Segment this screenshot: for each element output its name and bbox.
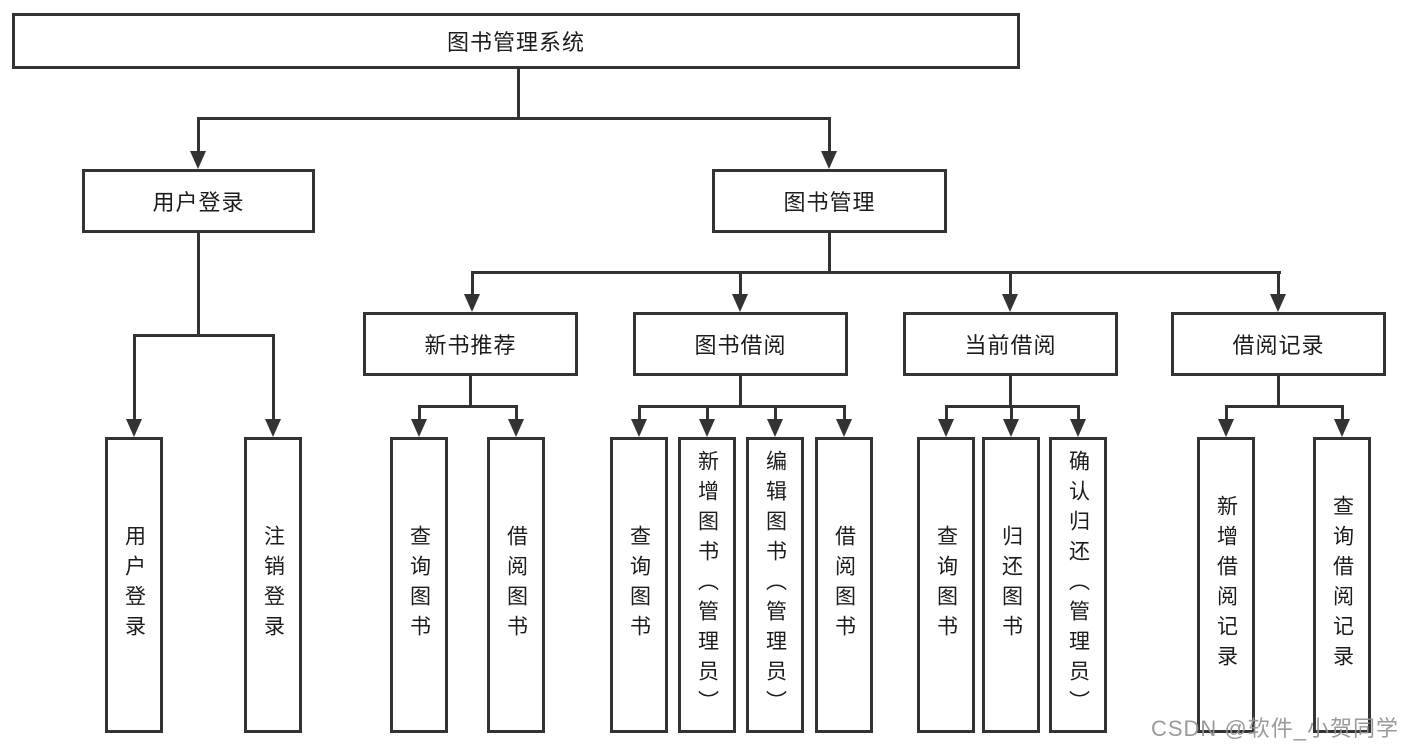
- arrow-down-icon: [699, 419, 715, 437]
- node-new-book-recommend: 新书推荐: [363, 312, 578, 376]
- connector-user-rail: [133, 334, 275, 337]
- node-label: 当前借阅: [964, 333, 1057, 358]
- connector-drop: [272, 334, 275, 421]
- arrow-down-icon: [411, 419, 427, 437]
- connector-drop: [1077, 405, 1080, 421]
- arrow-down-icon: [265, 419, 281, 437]
- node-book-borrow: 图书借阅: [633, 312, 848, 376]
- connector-drop: [638, 405, 641, 421]
- node-user-login-branch: 用户登录: [82, 169, 315, 233]
- connector-stem: [1277, 376, 1280, 407]
- node-borrow-records: 借阅记录: [1171, 312, 1386, 376]
- arrow-down-icon: [1334, 419, 1350, 437]
- leaf-add-borrow-record: 新增借阅记录: [1197, 437, 1255, 733]
- connector-drop: [133, 334, 136, 421]
- connector-stem: [739, 376, 742, 407]
- arrow-down-icon: [631, 419, 647, 437]
- arrow-down-icon: [508, 419, 524, 437]
- leaf-label: 新增借阅记录: [1214, 495, 1238, 675]
- connector-drop: [1225, 405, 1228, 421]
- connector-drop: [706, 405, 709, 421]
- leaf-query-borrow-record: 查询借阅记录: [1313, 437, 1371, 733]
- arrow-down-icon: [1270, 294, 1286, 312]
- leaf-add-books-admin: 新增图书（管理员）: [678, 437, 736, 733]
- leaf-label: 归还图书: [999, 525, 1023, 645]
- leaf-label: 注销登录: [261, 525, 285, 645]
- arrow-down-icon: [938, 419, 954, 437]
- connector-root-stem: [517, 69, 520, 118]
- connector-stem: [1009, 376, 1012, 407]
- node-root-system: 图书管理系统: [12, 13, 1020, 69]
- arrow-down-icon: [190, 151, 206, 169]
- arrow-down-icon: [821, 151, 837, 169]
- connector-rail: [1225, 405, 1344, 408]
- connector-drop: [739, 271, 742, 297]
- leaf-label: 新增图书（管理员）: [695, 450, 719, 720]
- connector-book-rail: [471, 271, 1281, 274]
- connector-user-stem: [197, 233, 200, 336]
- arrow-down-icon: [1218, 419, 1234, 437]
- leaf-query-books: 查询图书: [917, 437, 975, 733]
- connector-stem: [469, 376, 472, 407]
- leaf-return-books: 归还图书: [982, 437, 1040, 733]
- connector-drop: [1277, 271, 1280, 297]
- arrow-down-icon: [464, 294, 480, 312]
- arrow-down-icon: [767, 419, 783, 437]
- arrow-down-icon: [836, 419, 852, 437]
- arrow-down-icon: [126, 419, 142, 437]
- node-label: 借阅记录: [1232, 333, 1325, 358]
- connector-drop: [1009, 271, 1012, 297]
- node-label: 图书管理系统: [446, 30, 585, 55]
- connector-drop: [774, 405, 777, 421]
- leaf-user-login: 用户登录: [105, 437, 163, 733]
- node-current-borrow: 当前借阅: [903, 312, 1118, 376]
- node-label: 新书推荐: [424, 333, 517, 358]
- arrow-down-icon: [1003, 419, 1019, 437]
- connector-drop-user-login: [197, 117, 200, 153]
- leaf-borrow-books: 借阅图书: [815, 437, 873, 733]
- node-label: 用户登录: [152, 190, 245, 215]
- arrow-down-icon: [1070, 419, 1086, 437]
- leaf-logout: 注销登录: [244, 437, 302, 733]
- connector-drop: [471, 271, 474, 297]
- leaf-label: 查询借阅记录: [1330, 495, 1354, 675]
- connector-drop: [418, 405, 421, 421]
- leaf-label: 确认归还（管理员）: [1066, 450, 1090, 720]
- arrow-down-icon: [1002, 294, 1018, 312]
- leaf-label: 用户登录: [122, 525, 146, 645]
- connector-drop: [843, 405, 846, 421]
- connector-drop: [1341, 405, 1344, 421]
- node-label: 图书管理: [783, 190, 876, 215]
- connector-drop: [1010, 405, 1013, 421]
- leaf-query-books: 查询图书: [390, 437, 448, 733]
- leaf-query-books: 查询图书: [610, 437, 668, 733]
- connector-root-rail: [197, 117, 831, 120]
- connector-drop: [515, 405, 518, 421]
- leaf-label: 借阅图书: [832, 525, 856, 645]
- arrow-down-icon: [732, 294, 748, 312]
- leaf-label: 查询图书: [934, 525, 958, 645]
- connector-drop-book-management: [828, 117, 831, 153]
- connector-rail: [418, 405, 518, 408]
- node-label: 图书借阅: [694, 333, 787, 358]
- leaf-borrow-books: 借阅图书: [487, 437, 545, 733]
- node-book-management-branch: 图书管理: [712, 169, 947, 233]
- connector-rail: [638, 405, 846, 408]
- connector-drop: [945, 405, 948, 421]
- leaf-edit-books-admin: 编辑图书（管理员）: [746, 437, 804, 733]
- leaf-label: 借阅图书: [504, 525, 528, 645]
- leaf-confirm-return-admin: 确认归还（管理员）: [1049, 437, 1107, 733]
- leaf-label: 查询图书: [627, 525, 651, 645]
- leaf-label: 查询图书: [407, 525, 431, 645]
- leaf-label: 编辑图书（管理员）: [763, 450, 787, 720]
- connector-book-stem: [828, 233, 831, 274]
- csdn-watermark: CSDN @软件_小贺同学: [1150, 716, 1399, 741]
